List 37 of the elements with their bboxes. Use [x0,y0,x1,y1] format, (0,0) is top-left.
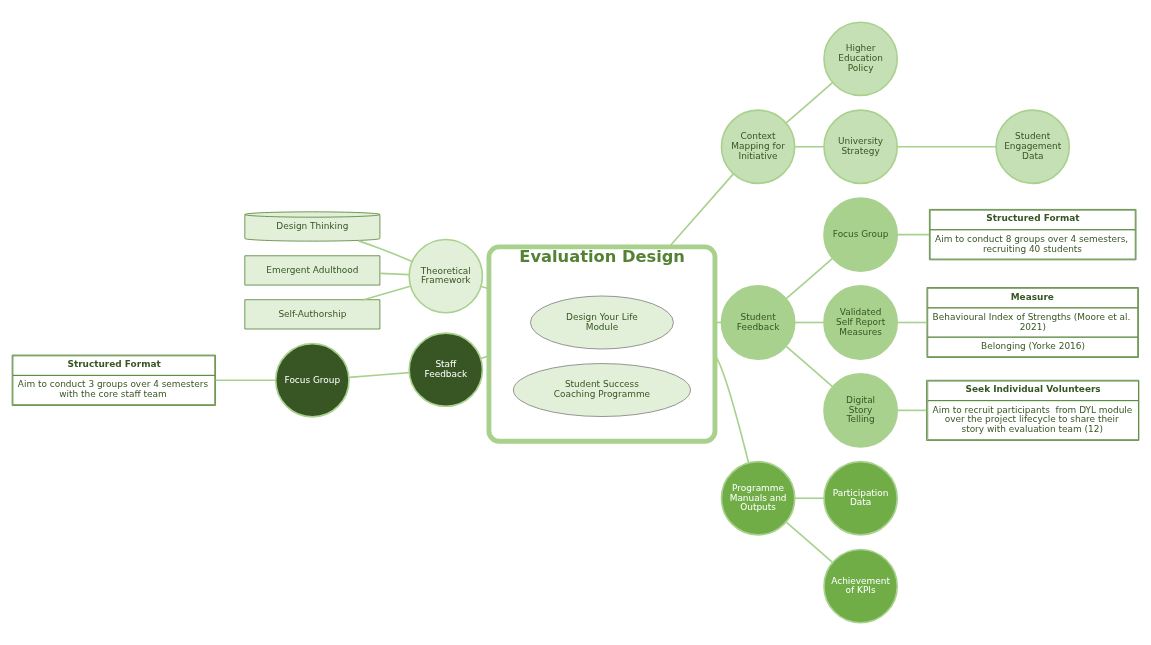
node-circle: University Strategy [823,109,899,185]
connector [785,81,834,124]
connector [896,321,928,324]
node-ellipse: Design Your Life Module [530,295,674,350]
node-circle: Student Engagement Data [995,109,1071,185]
connector [785,521,834,564]
node-circle: Focus Group [274,342,350,418]
connector [793,321,825,324]
connector [793,145,825,148]
connector [793,497,825,500]
node-ellipse: Student Success Coaching Programme [513,363,691,417]
node-circle: Participation Data [823,460,899,536]
connector [480,285,490,290]
node-circle: Focus Group [823,197,899,273]
connector [785,345,834,388]
node-circle: Student Feedback [720,285,796,360]
connector [896,145,997,148]
node-circle: Context Mapping for Initiative [720,109,796,185]
connector [379,272,410,276]
connector [896,409,928,412]
connector [714,355,750,464]
node-circle: Validated Self Report Measures [823,285,899,360]
connector [668,173,735,248]
connector [896,233,930,236]
node-circle: Programme Manuals and Outputs [720,460,796,536]
node-circle: Digital Story Telling [823,372,899,448]
connector [479,355,490,360]
connector [348,371,411,379]
connector [214,379,277,382]
connector [785,257,834,300]
node-circle: Theoretical Framework [408,238,484,314]
node-box: Self-Authorship [244,299,381,330]
node-circle: Achievement of KPIs [823,548,899,624]
node-circle: Staff Feedback [408,332,484,408]
connector [362,285,412,301]
node-circle: Higher Education Policy [823,21,899,97]
node-box: Emergent Adulthood [244,255,381,286]
